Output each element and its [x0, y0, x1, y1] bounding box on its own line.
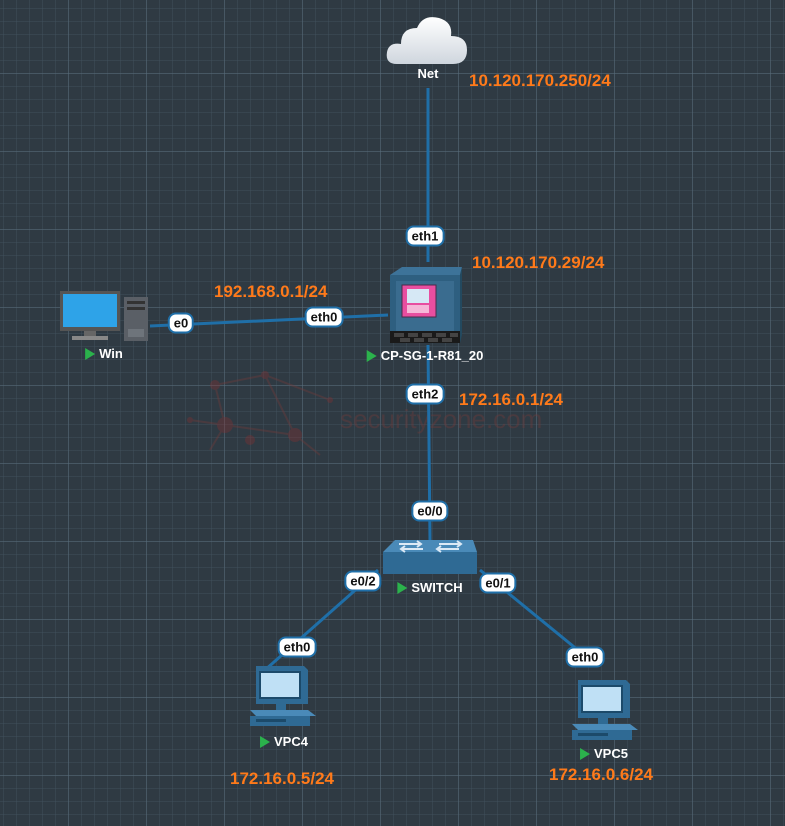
net-node[interactable]: [383, 12, 471, 70]
vpc4-label-text: VPC4: [274, 734, 308, 749]
status-running-icon: [85, 347, 96, 360]
vpc5-node[interactable]: [568, 678, 640, 742]
win-label: Win: [85, 346, 123, 361]
port-sw-e0-2[interactable]: e0/2: [344, 570, 382, 592]
switch-label: SWITCH: [397, 580, 463, 595]
firewall-icon: [390, 267, 462, 343]
ip-fw-eth2: 172.16.0.1/24: [459, 390, 563, 409]
vpc-computer-icon: [572, 680, 638, 740]
desktop-computer-icon: [60, 291, 148, 341]
ip-fw-eth0: 192.168.0.1/24: [214, 282, 328, 301]
port-win-e0[interactable]: e0: [167, 312, 195, 334]
port-fw-eth0[interactable]: eth0: [304, 306, 344, 328]
port-fw-eth1[interactable]: eth1: [405, 225, 445, 247]
status-running-icon: [580, 747, 591, 760]
port-fw-eth2[interactable]: eth2: [405, 383, 445, 405]
status-running-icon: [260, 735, 271, 748]
watermark-logo: securityzone.com: [187, 371, 542, 456]
status-running-icon: [366, 349, 377, 362]
ip-fw-eth1: 10.120.170.29/24: [472, 253, 605, 272]
switch-node[interactable]: [381, 538, 479, 576]
port-vpc5-eth0[interactable]: eth0: [565, 646, 605, 668]
port-sw-e0-1[interactable]: e0/1: [479, 572, 517, 594]
port-sw-e0-0[interactable]: e0/0: [411, 500, 449, 522]
status-running-icon: [397, 581, 408, 594]
port-vpc4-eth0[interactable]: eth0: [277, 636, 317, 658]
win-node[interactable]: [58, 289, 152, 345]
win-label-text: Win: [99, 346, 123, 361]
firewall-label-text: CP-SG-1-R81_20: [380, 348, 484, 363]
net-label: Net: [418, 66, 439, 81]
firewall-node[interactable]: [388, 265, 462, 345]
switch-icon: [383, 540, 477, 574]
vpc5-label-text: VPC5: [594, 746, 628, 761]
vpc4-label: VPC4: [260, 734, 308, 749]
watermark-text: securityzone.com: [340, 404, 542, 434]
cloud-icon: [386, 17, 467, 64]
ip-vpc5: 172.16.0.6/24: [549, 765, 653, 784]
ip-net: 10.120.170.250/24: [469, 71, 611, 90]
ip-vpc4: 172.16.0.5/24: [230, 769, 334, 788]
switch-label-text: SWITCH: [411, 580, 463, 595]
net-label-text: Net: [417, 66, 439, 81]
vpc5-label: VPC5: [580, 746, 628, 761]
firewall-label: CP-SG-1-R81_20: [366, 348, 484, 363]
vpc-computer-icon: [250, 666, 316, 726]
vpc4-node[interactable]: [246, 664, 318, 728]
